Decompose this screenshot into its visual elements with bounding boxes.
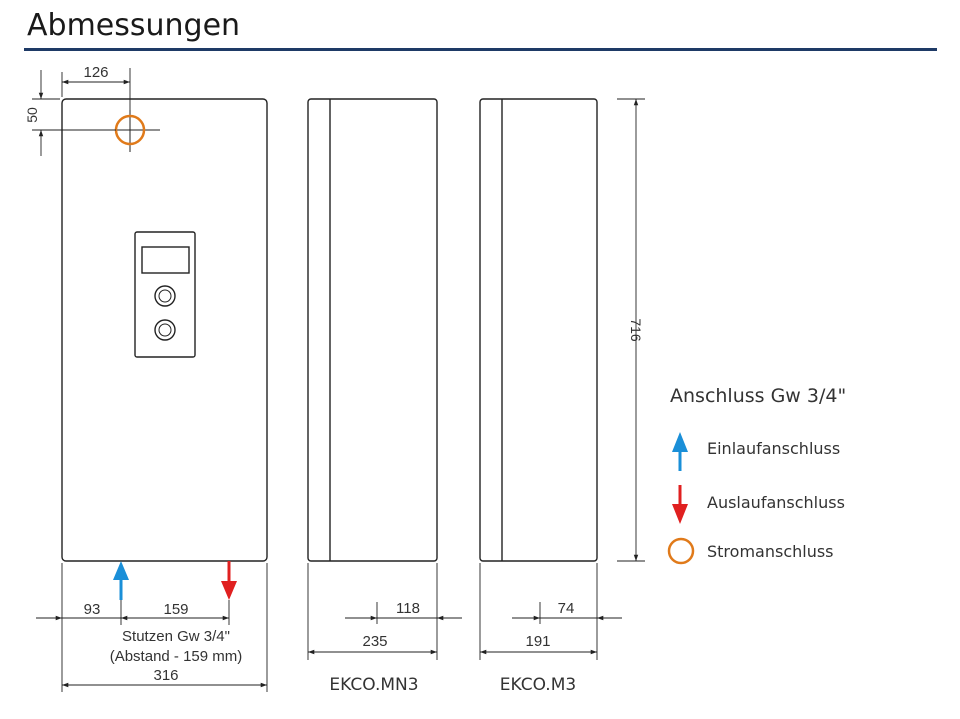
dim-pipe-offsets: 93 159 Stutzen Gw 3/4" (Abstand - 159 mm… bbox=[36, 563, 268, 692]
dim-label-118: 118 bbox=[396, 600, 420, 617]
page-title: Abmessungen bbox=[27, 8, 241, 43]
side-view-m3: 74 191 EKCO.M3 bbox=[479, 98, 622, 695]
dim-label-316: 316 bbox=[153, 667, 178, 684]
dim-label-159: 159 bbox=[163, 601, 188, 618]
dim-label-191: 191 bbox=[525, 633, 550, 650]
circle-icon bbox=[667, 537, 695, 565]
inlet-arrow-icon bbox=[113, 561, 129, 600]
outlet-arrow-icon bbox=[221, 561, 237, 600]
dim-label-716: 716 bbox=[628, 318, 644, 342]
stutzen-note-line1: Stutzen Gw 3/4" bbox=[122, 628, 230, 645]
model-label-mn3: EKCO.MN3 bbox=[329, 675, 418, 695]
dim-side-offset: 50 bbox=[24, 70, 116, 156]
dim-height: 716 bbox=[617, 98, 645, 562]
title-underline bbox=[24, 48, 937, 51]
arrow-up-icon bbox=[672, 432, 688, 471]
dim-label-126: 126 bbox=[83, 64, 108, 81]
power-connection bbox=[108, 110, 160, 152]
side-view-mn3: 118 235 EKCO.MN3 bbox=[307, 98, 462, 695]
legend: Anschluss Gw 3/4" Einlaufanschluss Ausla… bbox=[667, 385, 846, 565]
display-window bbox=[141, 246, 190, 274]
legend-power-label: Stromanschluss bbox=[707, 542, 834, 561]
arrow-down-icon bbox=[672, 485, 688, 524]
knob-upper bbox=[154, 285, 176, 307]
dim-label-50: 50 bbox=[24, 107, 40, 123]
control-panel bbox=[134, 231, 196, 358]
knob-lower bbox=[154, 319, 176, 341]
model-label-m3: EKCO.M3 bbox=[500, 675, 576, 695]
legend-title: Anschluss Gw 3/4" bbox=[670, 385, 846, 407]
dim-top-offset: 126 bbox=[61, 64, 131, 110]
front-view bbox=[61, 98, 268, 600]
dim-label-74: 74 bbox=[558, 600, 575, 617]
stutzen-note-line2: (Abstand - 159 mm) bbox=[110, 648, 243, 665]
dim-label-93: 93 bbox=[84, 601, 101, 618]
legend-outlet-label: Auslaufanschluss bbox=[707, 493, 845, 512]
front-housing bbox=[61, 98, 268, 562]
legend-inlet-label: Einlaufanschluss bbox=[707, 439, 840, 458]
dim-label-235: 235 bbox=[362, 633, 387, 650]
